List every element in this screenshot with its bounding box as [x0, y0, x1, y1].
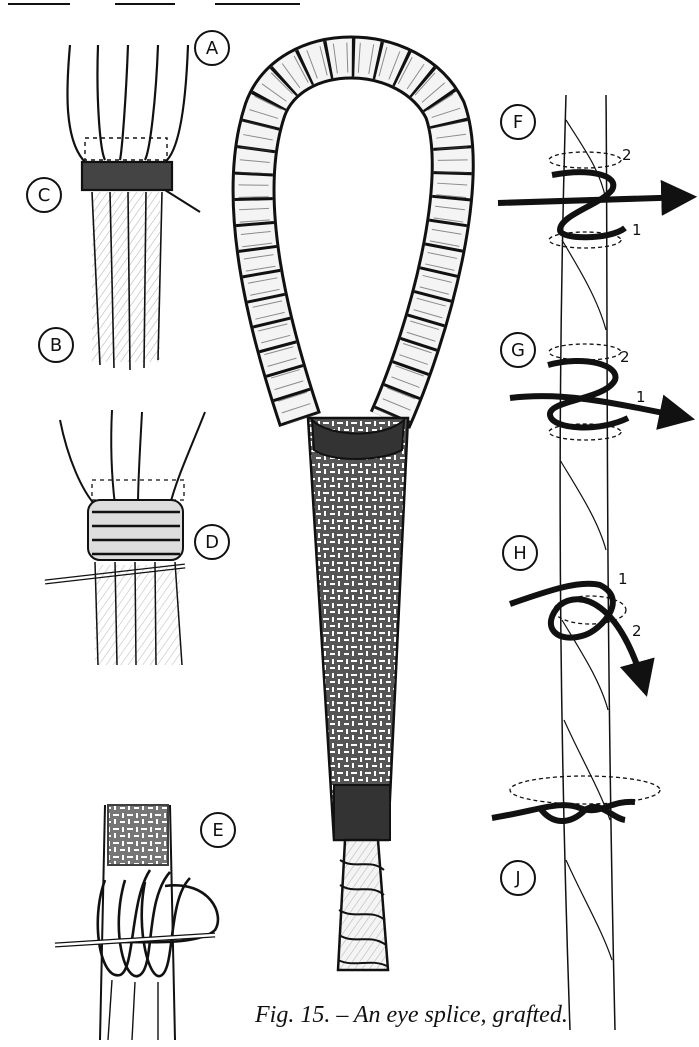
label-a-text: A: [206, 38, 219, 59]
label-b-text: B: [50, 335, 62, 356]
sketch-d-whipping: [45, 410, 205, 665]
label-e-text: E: [212, 820, 223, 841]
label-j: J: [501, 861, 535, 895]
f-strand-1: 1: [632, 221, 642, 239]
label-a: A: [195, 31, 229, 65]
knot-g: [510, 344, 688, 440]
label-d-text: D: [205, 532, 219, 553]
label-f: F: [501, 105, 535, 139]
h-strand-2: 2: [632, 622, 642, 640]
sketch-abc-unlaid-strands: [67, 45, 200, 370]
f-strand-2: 2: [622, 146, 632, 164]
label-f-text: F: [513, 112, 523, 133]
label-h-text: H: [513, 543, 527, 564]
h-strand-1: 1: [618, 570, 628, 588]
eye-splice-rope: [254, 58, 453, 971]
g-strand-2: 2: [620, 348, 630, 366]
g-strand-1: 1: [636, 388, 646, 406]
knot-h: [510, 584, 645, 690]
label-g: G: [501, 333, 535, 367]
label-c-text: C: [38, 185, 51, 206]
label-e: E: [201, 813, 235, 847]
sketch-e-grafting-start: [55, 805, 218, 1040]
knot-j: [492, 776, 660, 821]
label-b: B: [39, 328, 73, 362]
label-j-text: J: [514, 868, 520, 889]
label-d: D: [195, 525, 229, 559]
label-c: C: [27, 178, 61, 212]
label-g-text: G: [511, 340, 525, 361]
label-h: H: [503, 536, 537, 570]
figure-caption: Fig. 15. – An eye splice, grafted.: [255, 1002, 568, 1029]
